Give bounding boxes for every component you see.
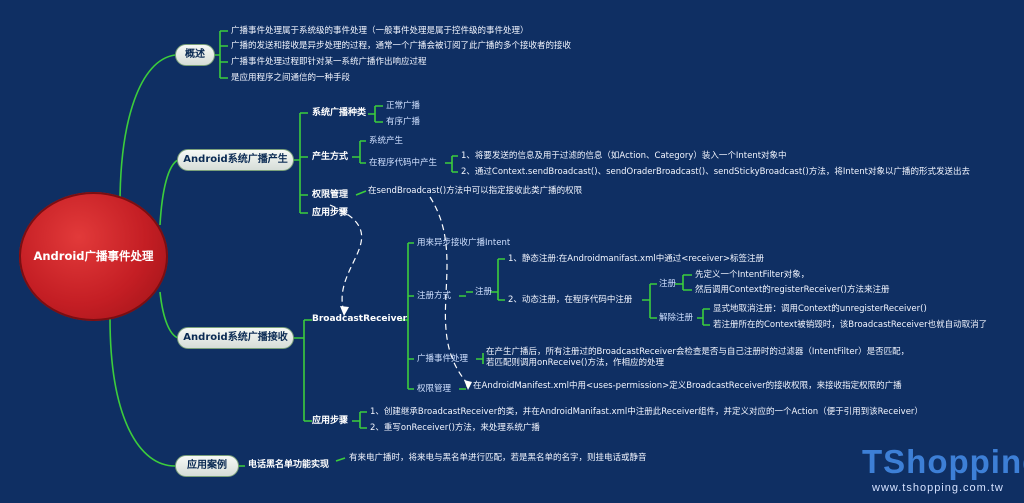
tshopping-logo: TShopping [862, 443, 1024, 480]
reg2-item: 然后调用Context的registerReceiver()方法来注册 [695, 285, 890, 295]
receiver-step: 1、创建继承BroadcastReceiver的类，并在AndroidManif… [370, 407, 923, 417]
handle-text: 在产生广播后，所有注册过的BroadcastReceiver会检查是否与自己注册… [486, 347, 910, 357]
system-receive-node[interactable]: Android系统广播接收 [177, 327, 294, 349]
cases-text: 有来电广播时，将来电与黑名单进行匹配，若是黑名单的名字，则挂电话或静音 [349, 453, 647, 463]
system-steps-label: 应用步骤 [312, 208, 349, 218]
overview-item: 广播的发送和接收是异步处理的过程，通常一个广播会被订阅了此广播的多个接收者的接收 [231, 41, 572, 51]
branch-overview [119, 54, 176, 206]
unreg-item: 若注册所在的Context被销毁时，该BroadcastReceiver也就自动… [713, 320, 988, 330]
static-reg-text: 1、静态注册:在Androidmanifast.xml中通过<receiver>… [508, 254, 765, 264]
type-item: 有序广播 [386, 117, 421, 127]
dynamic-reg-text: 2、动态注册，在程序代码中注册 [508, 295, 633, 305]
produce-item: 系统产生 [369, 136, 404, 146]
produce-label: 产生方式 [312, 152, 349, 162]
code-step: 1、将要发送的信息及用于过滤的信息（如Action、Category）装入一个I… [461, 151, 787, 161]
system-perm-label: 权限管理 [312, 190, 349, 200]
broadcast-receiver-label: BroadcastReceiver [312, 314, 408, 324]
unreg-label: 解除注册 [659, 313, 694, 323]
system-perm-text: 在sendBroadcast()方法中可以指定接收此类广播的权限 [368, 186, 583, 196]
unreg-item: 显式地取消注册：调用Context的unregisterReceiver() [713, 304, 927, 314]
system-broadcast-node[interactable]: Android系统广播产生 [177, 149, 294, 171]
dashed-link-2 [429, 196, 469, 385]
handle-text: 若匹配则调用onReceive()方法，作相应的处理 [486, 358, 664, 368]
receiver-perm-label: 权限管理 [417, 384, 452, 394]
cases-sub-label: 电话黑名单功能实现 [248, 460, 330, 470]
receiver-step: 2、重写onReceiver()方法，来处理系统广播 [370, 423, 540, 433]
dashed-link-1 [329, 204, 363, 313]
reg2-label: 注册 [659, 279, 677, 289]
cases-node[interactable]: 应用案例 [175, 455, 239, 477]
tshopping-url: www.tshopping.com.tw [872, 482, 1004, 494]
overview-node[interactable]: 概述 [175, 44, 215, 66]
receiver-steps-label: 应用步骤 [312, 416, 349, 426]
reg-sub-label: 注册 [475, 287, 493, 297]
root-node[interactable]: Android广播事件处理 [19, 192, 168, 321]
overview-item: 广播事件处理过程即针对某一系统广播作出响应过程 [231, 57, 427, 67]
handle-label: 广播事件处理 [417, 354, 469, 364]
use-intent-text: 用来异步接收广播Intent [417, 238, 511, 248]
system-types-label: 系统广播种类 [312, 108, 367, 118]
branch-system [159, 159, 179, 226]
overview-item: 广播事件处理属于系统级的事件处理（一般事件处理是属于控件级的事件处理） [231, 26, 529, 36]
produce-item: 在程序代码中产生 [369, 158, 438, 168]
branch-cases [109, 317, 176, 467]
type-item: 正常广播 [386, 101, 421, 111]
reg2-item: 先定义一个IntentFilter对象， [695, 270, 810, 280]
overview-item: 是应用程序之间通信的一种手段 [231, 73, 351, 83]
reg-label: 注册方式 [417, 291, 452, 301]
code-step: 2、通过Context.sendBroadcast()、sendOraderBr… [461, 167, 970, 177]
branch-receiver [159, 291, 179, 339]
receiver-perm-text: 在AndroidManifest.xml中用<uses-permission>定… [473, 381, 902, 391]
